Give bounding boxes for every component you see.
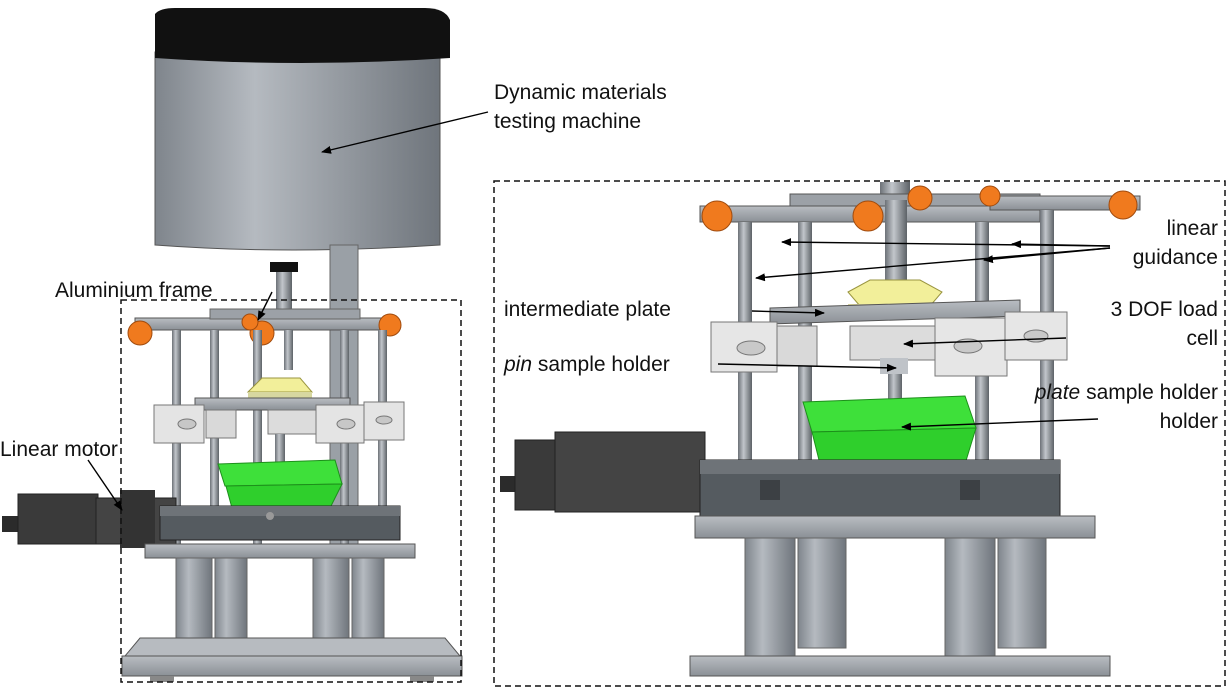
arrow-testing-machine: [321, 111, 489, 154]
right-linear-motor: [500, 431, 1061, 517]
label-load-cell-line1: 3 DOF load: [1110, 298, 1218, 321]
aluminium-frame-box: [120, 299, 462, 683]
right-base: [689, 515, 1111, 677]
label-plate-holder-line1: plate sample holder: [1035, 380, 1218, 405]
left-top-frame: [127, 308, 402, 346]
label-aluminium-frame: Aluminium frame: [55, 279, 213, 302]
annotation-arrows: [87, 111, 1111, 511]
label-linear-guidance-line1: linear: [1166, 217, 1218, 240]
arrow-plate-holder: [901, 418, 1099, 431]
label-load-cell-line2: cell: [1186, 327, 1218, 350]
arrow-intermediate-plate: [751, 308, 825, 317]
label-plate-holder-line2: holder: [1159, 410, 1218, 433]
label-plate-holder-italic: plate: [1034, 381, 1081, 404]
label-testing-machine-line1: Dynamic materials: [494, 81, 667, 104]
right-intermediate-plate: [710, 279, 1068, 402]
left-green-holder: [217, 459, 343, 509]
testing-machine-housing: [154, 8, 450, 556]
label-testing-machine: Dynamic materials testing machine: [494, 80, 667, 134]
label-pin-holder: pin sample holder: [504, 352, 670, 377]
left-assembly: [2, 8, 463, 683]
label-testing-machine-line2: testing machine: [494, 110, 642, 133]
arrow-aluminium-frame: [257, 291, 273, 321]
label-plate-holder-rest: sample holder: [1080, 381, 1218, 404]
label-intermediate-plate: intermediate plate: [504, 298, 671, 321]
label-linear-guidance: linear guidance: [1133, 216, 1218, 270]
label-load-cell: 3 DOF load cell: [1111, 297, 1218, 351]
label-linear-motor: Linear motor: [0, 438, 118, 461]
label-pin-holder-italic: pin: [504, 353, 533, 376]
arrow-guidance-4: [983, 247, 1111, 264]
zoom-box: [493, 180, 1226, 687]
label-linear-guidance-line2: guidance: [1132, 246, 1218, 269]
right-green-holder: [802, 395, 977, 465]
left-intermediate-plate: [153, 377, 405, 462]
arrow-linear-motor: [87, 459, 123, 511]
arrow-guidance-2: [1011, 240, 1111, 249]
left-base: [121, 543, 463, 682]
right-top-frame: [699, 182, 1141, 290]
label-plate-holder: plate sample holder holder: [1035, 380, 1218, 434]
right-assembly: [493, 180, 1226, 687]
left-linear-motor: [2, 490, 401, 548]
label-pin-holder-rest: sample holder: [532, 353, 670, 376]
arrow-load-cell: [903, 337, 1067, 348]
arrow-pin-holder: [717, 363, 897, 372]
